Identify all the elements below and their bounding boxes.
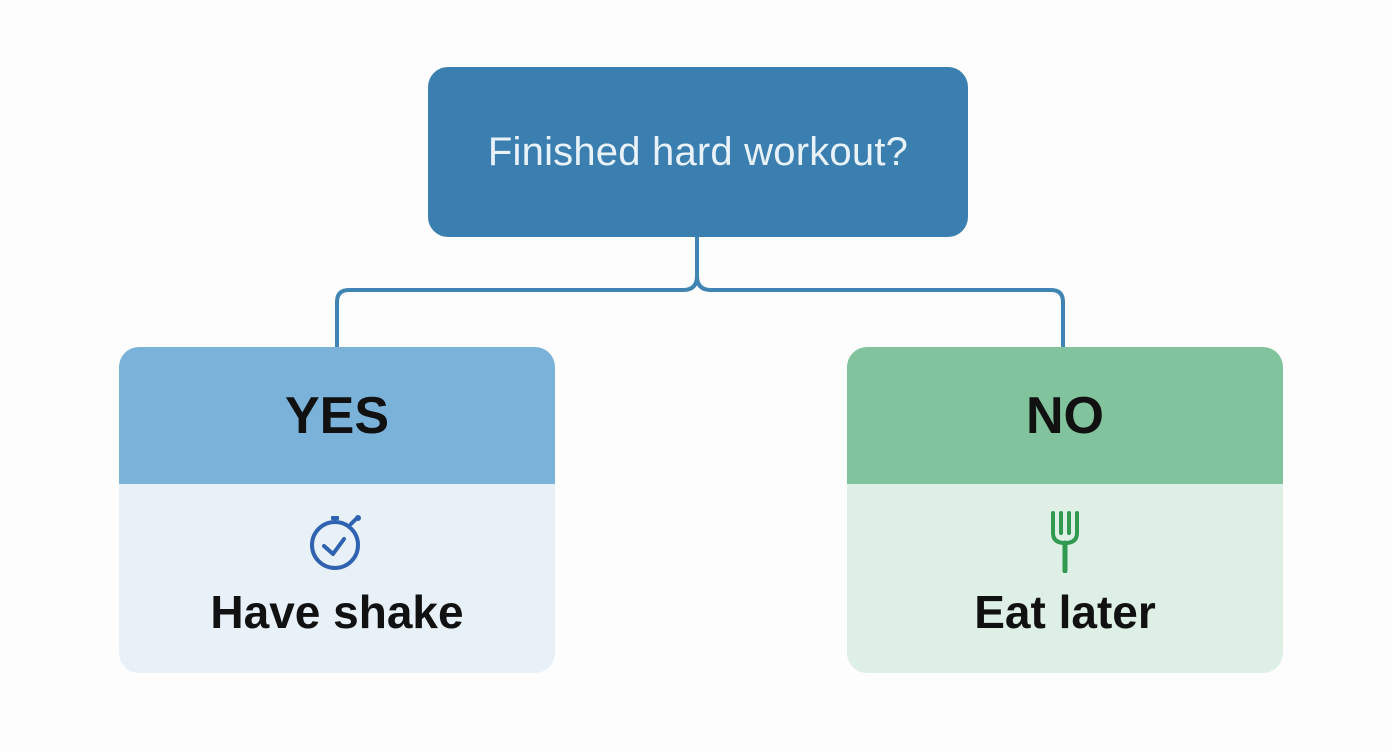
no-branch-card: NO Eat later [847, 347, 1283, 673]
question-text: Finished hard workout? [487, 129, 909, 174]
connector-to-yes [335, 235, 699, 349]
question-node: Finished hard workout? [428, 67, 968, 237]
yes-branch-header: YES [119, 347, 555, 484]
yes-branch-body: Have shake [119, 484, 555, 673]
yes-action-text: Have shake [210, 586, 464, 638]
yes-label: YES [284, 386, 390, 445]
no-branch-header: NO [847, 347, 1283, 484]
fork-icon [1051, 511, 1079, 573]
no-action-text: Eat later [974, 586, 1156, 638]
stopwatch-icon [310, 515, 361, 570]
yes-branch-card: YES Have shake [119, 347, 555, 673]
connector-to-no [695, 235, 1065, 349]
no-label: NO [1026, 386, 1104, 445]
no-branch-body: Eat later [847, 484, 1283, 673]
